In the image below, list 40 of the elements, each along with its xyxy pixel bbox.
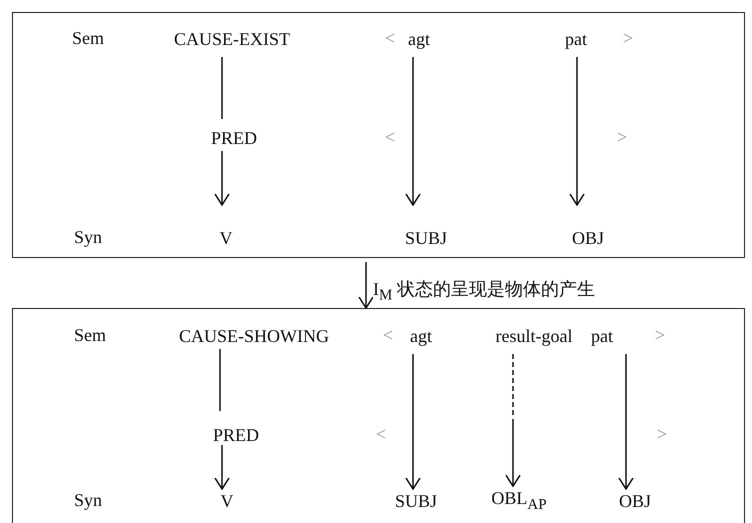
bracket-mark: < [384,128,396,146]
row-label: Syn [74,491,102,509]
bracket-mark: > [656,425,668,443]
arrow [405,57,421,206]
term-label: SUBJ [394,492,438,510]
bracket-mark: > [654,326,666,344]
arrow [358,262,374,309]
term-label: OBJ [572,229,604,247]
bracket-mark: > [622,29,634,47]
term-label: PRED [211,129,257,147]
bracket-mark: < [384,29,396,47]
row-label: Sem [74,326,106,344]
connector-line [219,349,221,411]
row-label: Syn [74,228,102,246]
term-label: CAUSE-EXIST [174,30,290,48]
term-label: SUBJ [404,229,448,247]
bracket-mark: < [376,425,386,443]
term-label: pat [591,327,613,345]
term-label: V [220,492,234,510]
frame-box [12,12,745,258]
term-label: OBJ [619,492,651,510]
term-label: OBL$_{AP}$ [491,489,547,513]
term-label: V [220,229,232,247]
term-label: CAUSE-SHOWING [179,327,329,345]
arrow [618,354,634,490]
bracket-mark: < [382,326,394,344]
arrow [569,57,585,206]
term-label: pat [565,30,587,48]
bracket-mark: > [616,128,628,146]
frame-box [12,308,745,523]
arrow [214,151,230,206]
connector-line [221,57,223,119]
term-label: PRED [213,426,259,444]
term-label: agt [408,30,430,48]
term-label: agt [410,327,432,345]
term-label: result-goal [496,327,572,345]
row-label: Sem [72,29,104,47]
arrow [214,445,230,490]
arrow [505,354,521,487]
arrow [405,354,421,490]
